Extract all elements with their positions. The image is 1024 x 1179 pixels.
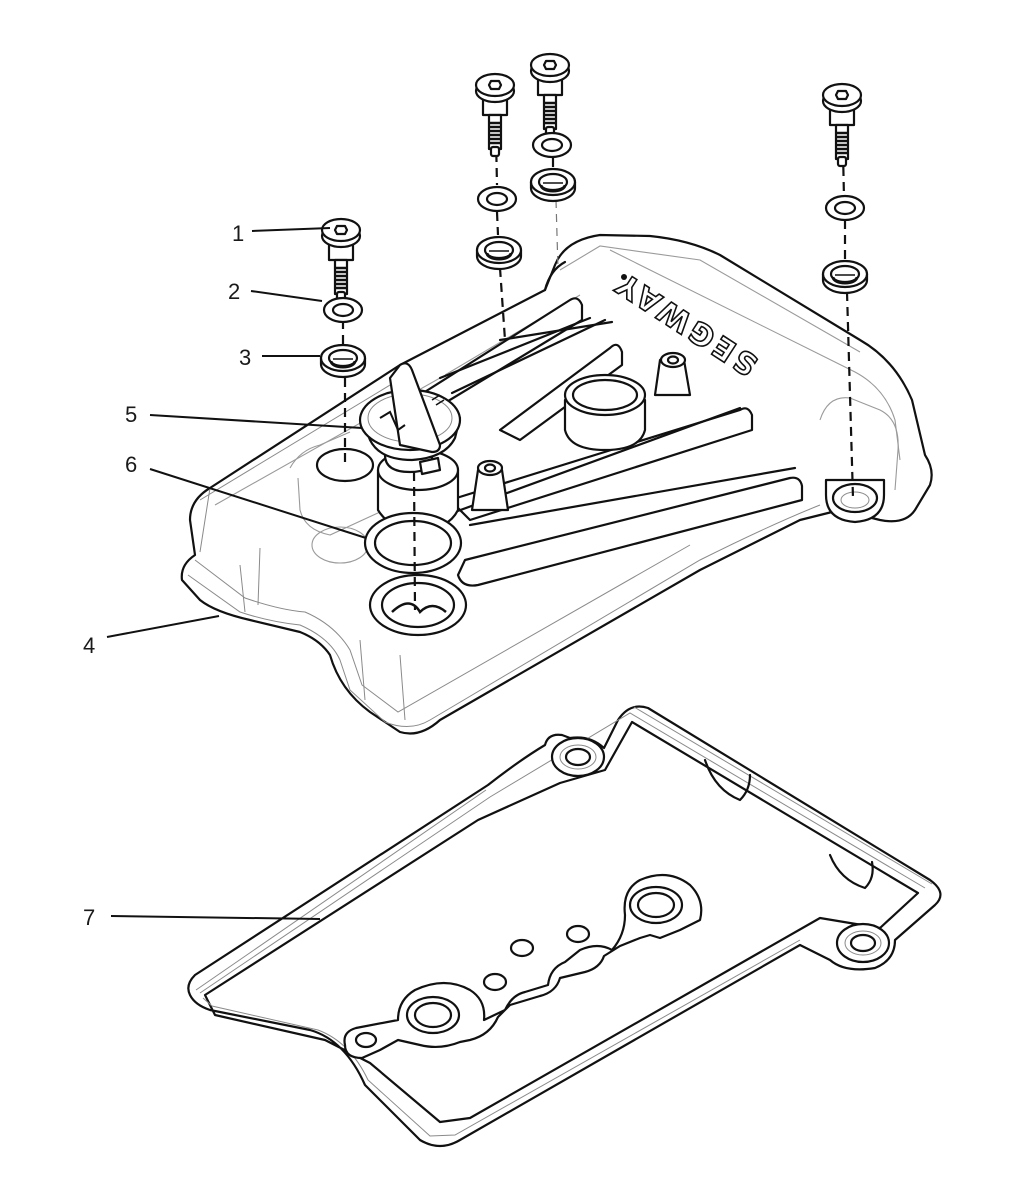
oil-filler-cap — [358, 362, 462, 476]
o-ring — [363, 511, 463, 575]
leader-line — [250, 290, 323, 302]
callout-number: 4 — [83, 633, 95, 658]
leader-line — [149, 414, 363, 429]
washer — [824, 194, 866, 222]
callout-7: 7 — [83, 905, 321, 930]
bolt-stack-right — [821, 82, 869, 499]
valve-cover-gasket — [187, 705, 942, 1148]
grommet — [475, 235, 523, 271]
washer — [476, 185, 518, 213]
callout-number: 2 — [228, 279, 240, 304]
callout-6: 6 — [125, 452, 367, 539]
callout-2: 2 — [228, 279, 323, 304]
callout-4: 4 — [83, 615, 220, 658]
valve-cover: SEGWAY — [180, 233, 933, 735]
grommet — [529, 167, 577, 203]
grommet — [821, 259, 869, 295]
grommet-3 — [319, 343, 367, 379]
bolt-stack-center-left — [474, 72, 523, 341]
callout-1: 1 — [232, 221, 331, 246]
brand-dot — [621, 274, 627, 280]
bolt — [474, 72, 516, 158]
washer — [531, 131, 573, 159]
washer-2 — [322, 296, 364, 324]
callout-number: 1 — [232, 221, 244, 246]
leader-line — [106, 615, 220, 638]
bolt-stack-left — [319, 217, 367, 465]
leader-line — [251, 227, 331, 232]
bolt-1 — [320, 217, 362, 303]
callout-number: 7 — [83, 905, 95, 930]
callout-number: 3 — [239, 345, 251, 370]
bolt — [529, 52, 571, 138]
bolt — [821, 82, 863, 168]
bolt-stack-center-right — [529, 52, 577, 271]
callout-number: 5 — [125, 402, 137, 427]
leader-line — [110, 915, 321, 920]
callout-number: 6 — [125, 452, 137, 477]
callout-5: 5 — [125, 402, 363, 429]
callout-3: 3 — [239, 345, 320, 370]
leader-line — [149, 468, 367, 539]
